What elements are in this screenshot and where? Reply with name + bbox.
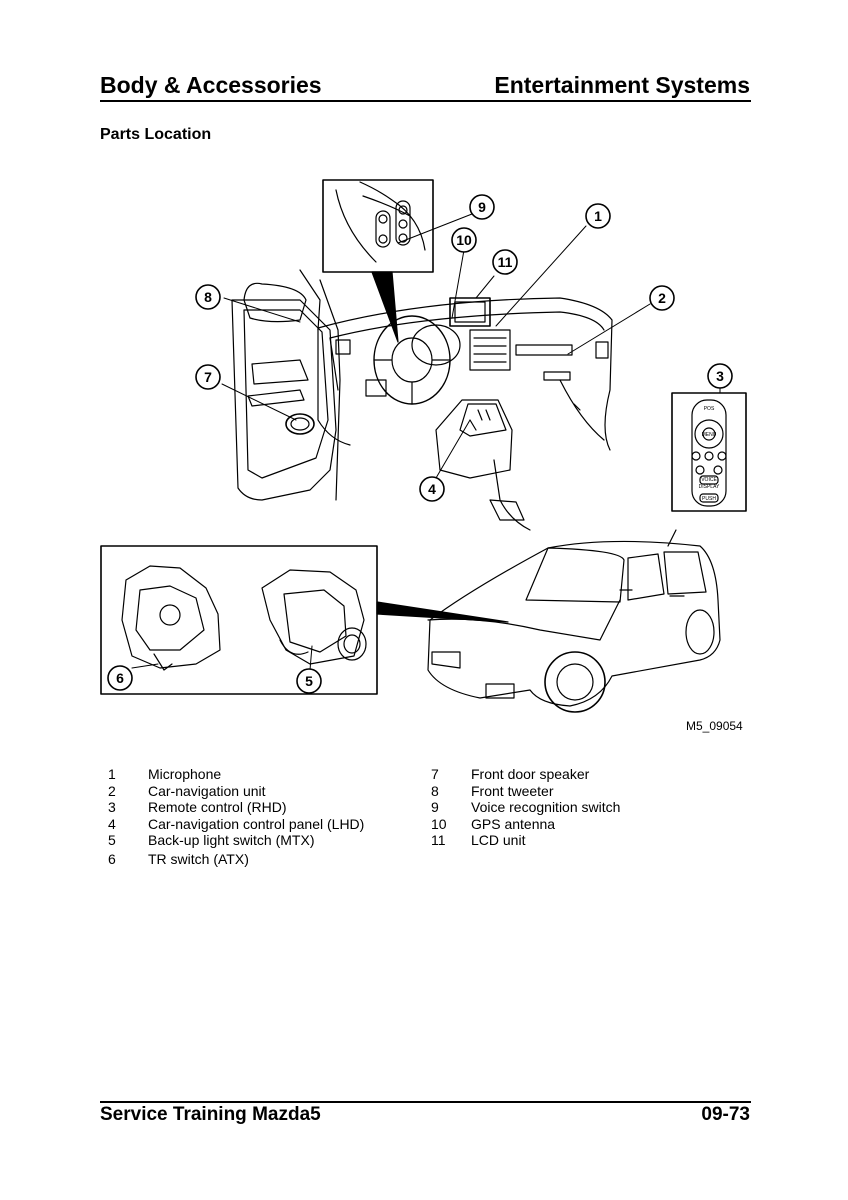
legend-label: Front tweeter <box>471 782 554 799</box>
svg-text:11: 11 <box>498 254 513 270</box>
callout-6: 6 <box>107 665 133 691</box>
figure-code: M5_09054 <box>686 719 743 733</box>
callouts: 1 2 3 4 5 6 7 8 <box>107 194 733 694</box>
remote-control-inset <box>671 392 747 512</box>
svg-text:2: 2 <box>658 290 666 306</box>
legend-number: 1 <box>108 766 116 782</box>
legend-number: 8 <box>431 782 439 799</box>
legend-label: Remote control (RHD) <box>148 799 287 815</box>
footer-title: Service Training Mazda5 <box>100 1104 321 1125</box>
svg-text:4: 4 <box>428 481 436 497</box>
legend-number: 9 <box>431 799 439 815</box>
remote-label-voice: VOICE <box>701 477 717 483</box>
legend-label: Car-navigation control panel (LHD) <box>148 815 365 832</box>
header-rule <box>100 100 751 102</box>
legend-label: Voice recognition switch <box>471 799 621 815</box>
svg-text:10: 10 <box>456 232 472 248</box>
callout-9: 9 <box>469 194 495 220</box>
legend-number: 2 <box>108 782 116 799</box>
chapter-title: Body & Accessories <box>100 72 322 98</box>
legend-label: Car-navigation unit <box>148 782 266 799</box>
legend-number: 3 <box>108 799 116 815</box>
door-illustration <box>231 269 341 501</box>
callout-11: 11 <box>492 249 518 275</box>
callout-1: 1 <box>585 203 611 229</box>
remote-label-push: PUSH <box>702 496 716 502</box>
dashboard-illustration <box>317 297 613 531</box>
legend-left: 1 Microphone 2 Car-navigation unit 3 Rem… <box>108 766 398 876</box>
car-illustration <box>427 529 721 713</box>
legend-label: TR switch (ATX) <box>148 851 249 867</box>
page-footer: Service Training Mazda5 09-73 <box>100 1104 750 1130</box>
transmission-inset <box>100 545 378 695</box>
svg-text:3: 3 <box>716 368 724 384</box>
legend-number: 5 <box>108 832 116 848</box>
legend-number: 6 <box>108 851 116 867</box>
footer-rule <box>100 1101 751 1103</box>
svg-text:8: 8 <box>204 289 212 305</box>
callout-7: 7 <box>195 364 221 390</box>
parts-location-figure: POS MENU VOICE DISPLAY PUSH 1 2 3 4 5 6 <box>100 179 747 713</box>
svg-text:1: 1 <box>594 208 602 224</box>
svg-text:7: 7 <box>204 369 212 385</box>
legend-right: 7 Front door speaker 8 Front tweeter 9 V… <box>431 766 691 856</box>
remote-label-pos: POS <box>704 406 715 412</box>
legend-label: Front door speaker <box>471 766 590 782</box>
callout-5: 5 <box>296 668 322 694</box>
legend-number: 11 <box>431 832 446 848</box>
callout-2: 2 <box>649 285 675 311</box>
legend-label: Back-up light switch (MTX) <box>148 832 315 848</box>
page-number: 09-73 <box>701 1104 750 1125</box>
page-header: Body & Accessories Entertainment Systems <box>100 72 750 102</box>
voice-switch-inset <box>322 179 434 273</box>
callout-leaders <box>131 213 721 671</box>
inset-pointer <box>371 271 399 343</box>
remote-label-menu: MENU <box>702 432 717 438</box>
callout-10: 10 <box>451 227 477 253</box>
legend-number: 4 <box>108 815 116 832</box>
legend-label: Microphone <box>148 766 222 782</box>
transmission-pointer <box>376 601 509 623</box>
legend-number: 7 <box>431 766 439 782</box>
section-chapter-title: Entertainment Systems <box>494 72 750 98</box>
callout-3: 3 <box>707 363 733 389</box>
legend-label: LCD unit <box>471 832 526 848</box>
legend-number: 10 <box>431 815 447 832</box>
remote-label-display: DISPLAY <box>699 484 720 490</box>
callout-8: 8 <box>195 284 221 310</box>
legend-label: GPS antenna <box>471 815 556 832</box>
svg-text:5: 5 <box>305 673 313 689</box>
svg-text:9: 9 <box>478 199 486 215</box>
svg-text:6: 6 <box>116 670 124 686</box>
section-heading: Parts Location <box>100 126 212 143</box>
callout-4: 4 <box>419 476 445 502</box>
